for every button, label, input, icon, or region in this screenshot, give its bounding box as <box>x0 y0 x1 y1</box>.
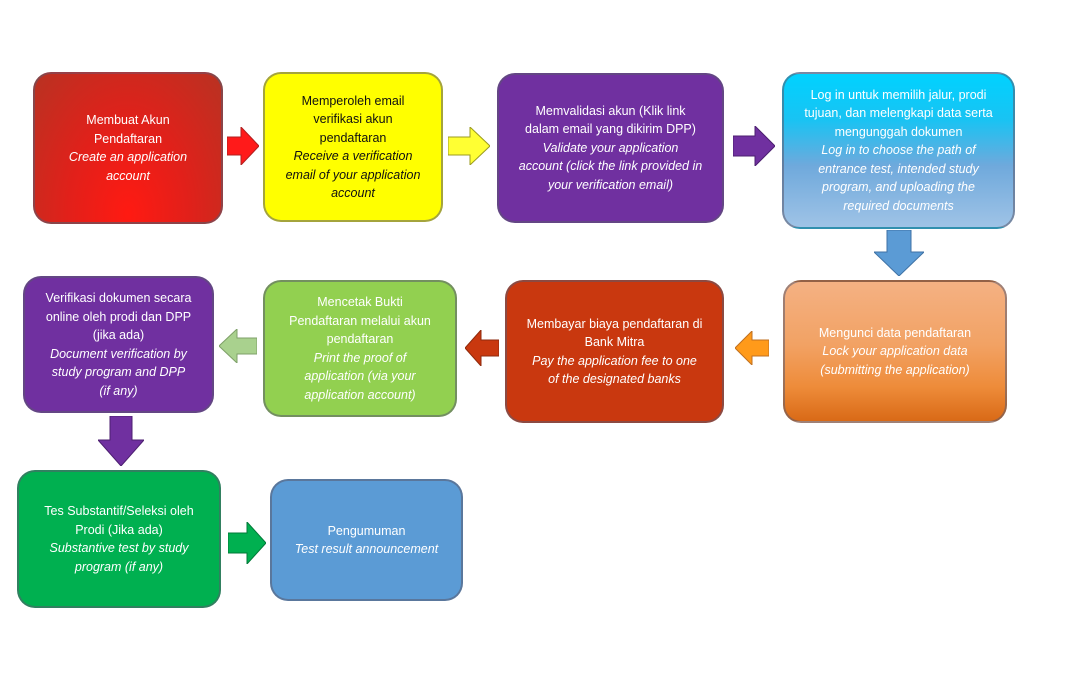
step-3-validate-account: Memvalidasi akun (Klik link dalam email … <box>497 73 724 223</box>
step-text-id: tujuan, dan melengkapi data serta <box>804 106 993 121</box>
arrow-left-icon <box>219 329 257 363</box>
step-text-en: application (via your <box>304 369 416 383</box>
step-text-id: Memperoleh email <box>301 93 405 108</box>
step-text-en: Receive a verification <box>293 149 413 163</box>
step-text-en: Pay the application fee to one <box>532 353 697 368</box>
step-text-en: program, and uploading the <box>822 180 975 195</box>
arrow-left-icon <box>735 331 769 365</box>
step-text-id: Mencetak Bukti <box>317 295 403 309</box>
step-text-id: Prodi (Jika ada) <box>75 522 163 537</box>
step-text-id: Pendaftaran <box>93 131 163 146</box>
step-text-id: Mengunci data pendaftaran <box>818 325 972 340</box>
step-text-en: Test result announcement <box>294 542 439 556</box>
step-text-en: account <box>106 168 150 183</box>
step-text-en: (submitting the application) <box>820 362 970 377</box>
step-1-create-account: Membuat Akun Pendaftaran Create an appli… <box>33 72 223 224</box>
step-text-id: Tes Substantif/Seleksi oleh <box>44 504 194 518</box>
step-text-en: application account) <box>304 387 416 402</box>
step-text-id: pendaftaran <box>319 130 387 145</box>
step-text-en: account (click the link provided in <box>518 159 703 174</box>
step-text-id: Log in untuk memilih jalur, prodi <box>810 87 987 102</box>
arrow-right-icon <box>227 127 259 165</box>
step-text-en: (if any) <box>99 383 138 398</box>
step-10-announcement: Pengumuman Test result announcement <box>270 479 463 601</box>
arrow-shape <box>874 230 924 276</box>
step-5-lock-data: Mengunci data pendaftaran Lock your appl… <box>783 280 1007 423</box>
step-text-en: required documents <box>843 198 954 213</box>
step-text-en: program (if any) <box>74 559 164 574</box>
arrow-shape <box>219 329 257 363</box>
step-text-en: Print the proof of <box>313 350 407 365</box>
arrow-left-icon <box>465 330 499 366</box>
step-text-en: of the designated banks <box>548 372 681 386</box>
step-6-pay-fee: Membayar biaya pendaftaran di Bank Mitra… <box>505 280 724 423</box>
step-text-id: Pengumuman <box>327 523 406 538</box>
arrow-shape <box>735 331 769 365</box>
arrow-shape <box>465 330 499 366</box>
step-text-en: study program and DPP <box>51 365 186 379</box>
step-text-en: Log in to choose the path of <box>821 143 976 158</box>
step-text-en: entrance test, intended study <box>818 161 979 176</box>
step-text-en: email of your application <box>285 167 421 182</box>
step-text-en: Create an application <box>68 150 188 164</box>
step-text-id: pendaftaran <box>326 332 394 346</box>
arrow-right-icon <box>733 126 775 166</box>
arrow-shape <box>227 127 259 165</box>
step-text-id: Membuat Akun <box>86 113 170 127</box>
step-text-id: Bank Mitra <box>584 335 645 349</box>
step-text-en: account <box>331 186 375 200</box>
step-4-login-choose-path: Log in untuk memilih jalur, prodi tujuan… <box>782 72 1015 229</box>
step-text-id: online oleh prodi dan DPP <box>45 309 192 324</box>
step-7-print-proof: Mencetak Bukti Pendaftaran melalui akun … <box>263 280 457 417</box>
arrow-right-icon <box>228 522 266 564</box>
step-text-id: dalam email yang dikirim DPP) <box>525 122 696 137</box>
step-text-id: (jika ada) <box>92 328 145 342</box>
step-text-id: mengunggah dokumen <box>834 124 963 139</box>
step-text-en: Document verification by <box>50 346 187 361</box>
step-8-document-verification: Verifikasi dokumen secara online oleh pr… <box>23 276 214 413</box>
arrow-shape <box>98 416 144 466</box>
step-text-en: your verification email) <box>547 177 674 192</box>
step-2-verification-email: Memperoleh email verifikasi akun pendaft… <box>263 72 443 222</box>
step-text-id: Verifikasi dokumen secara <box>45 291 192 305</box>
step-text-en: Substantive test by study <box>49 541 189 555</box>
arrow-shape <box>228 522 266 564</box>
step-text-id: Membayar biaya pendaftaran di <box>526 316 703 331</box>
step-text-id: Memvalidasi akun (Klik link <box>535 103 686 118</box>
arrow-down-icon <box>98 416 144 466</box>
step-text-en: Lock your application data <box>822 344 968 359</box>
step-text-id: verifikasi akun <box>313 112 393 126</box>
arrow-shape <box>448 127 490 165</box>
arrow-right-icon <box>448 127 490 165</box>
step-9-substantive-test: Tes Substantif/Seleksi oleh Prodi (Jika … <box>17 470 221 608</box>
arrow-shape <box>733 126 775 166</box>
step-text-id: Pendaftaran melalui akun <box>289 313 431 328</box>
step-text-en: Validate your application <box>542 140 679 155</box>
arrow-down-icon <box>874 230 924 276</box>
